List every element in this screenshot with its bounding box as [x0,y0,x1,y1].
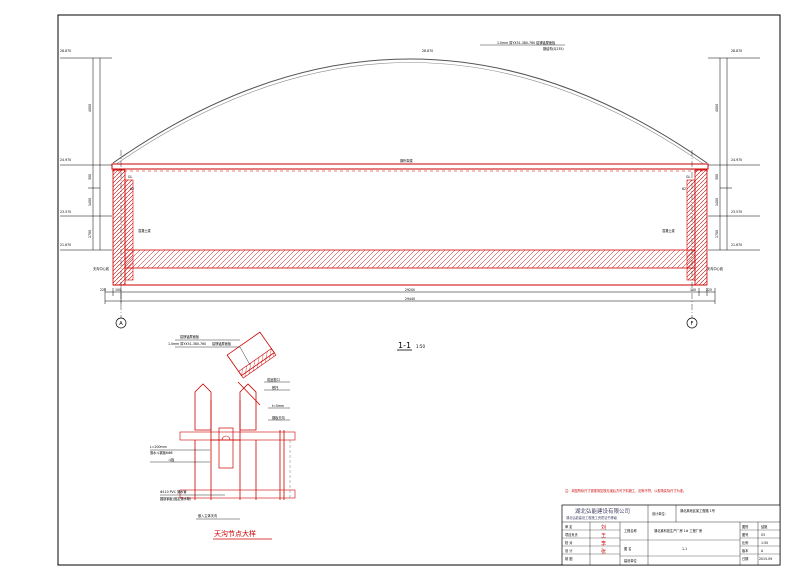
detail-callout-top3: 铝镁锰屋面板 [212,341,232,346]
detail-callout-top1: 铝镁锰屋面板 [180,334,200,339]
detail-callout-right4: 钢板天沟 [272,415,285,420]
construct-label: 建设单位 [624,558,638,563]
field-5: 日期 [742,556,748,561]
right-62: 62 [682,187,686,191]
right-tag: GL [686,175,690,179]
roof-arch-inner [114,62,706,166]
floor-beam [124,249,696,269]
section-1-1: A F 225 100 29200 100 225 29440 [60,40,760,351]
dim-right-inner: 100 [690,288,696,292]
role-5: 制 图 [565,556,572,561]
detail-callout-left3: 斗板 [168,457,175,462]
signature-2: 王 [601,533,606,539]
axis-label-a: A [119,321,123,327]
detail-callout-bot3: 嵌入主体天沟 [198,513,217,518]
role-3: 校 对 [565,540,573,545]
detail-callout-top2: 1.0mm 厚YX51-380-760 [168,341,206,346]
role-4: 设 计 [565,548,573,553]
signature-1: 刘 [601,524,606,531]
field-3: 比例 [742,540,748,545]
signature-3: 李 [601,540,606,547]
signature-4: 张 [601,548,606,555]
dim-right-mid-b: 1700 [715,230,719,238]
val-4: A [761,549,764,553]
axis-bubble-f [686,317,698,329]
right-wall-label: 混凝土梁 [662,228,676,233]
roof-sheet-callout-lower: 钢结构(Q235) [543,46,564,51]
field-1: 图别 [742,524,748,529]
val-2: 03 [761,533,765,537]
dim-left-inner: 100 [115,288,121,292]
project-name: 湖北某科技生产厂房 1# 工程厂房 [654,528,702,533]
contact: 湖北某地区某工程路 1号 [680,508,715,513]
detail-callout-left1: L=200mm [150,445,167,449]
detail-callout-right3: t=5mm [272,404,284,408]
elev-right-top: 28.870 [731,49,742,53]
company-sub: 湖北弘能建设工程施工资质证书等级 [566,515,618,520]
section-label: 1-1 [398,341,411,350]
dim-right-end: 225 [706,288,712,292]
field-2: 图号 [742,532,748,537]
elev-left-top: 28.870 [60,49,71,53]
drawing-label: 图 名 [624,546,631,551]
left-axis-note: 天沟中心线 [93,266,110,271]
chord-label: 钢桁架梁 [400,158,414,163]
general-note: 注：本图所标尺寸需现场复核无误后方可下料施工，如有不符，以现场实际尺寸为准。 [565,488,686,493]
elev-right-mid: 23.570 [731,210,742,214]
dim-left-mid-b: 1700 [88,230,92,238]
field-4: 版本 [742,548,749,553]
detail-callout-right1: 成品檐口 [267,377,280,382]
dim-left-eave: 300 [88,174,92,180]
val-3: 1:50 [761,541,768,545]
left-tag: GL [128,175,132,179]
dim-right-upper: 4000 [715,104,719,112]
axis-label-f: F [691,321,694,327]
right-axis-note: 天沟中心线 [707,266,724,271]
dim-left-upper: 4000 [88,104,92,112]
role-2: 项目负责 [565,532,578,537]
dim-left-mid-a: 1400 [88,198,92,206]
sheet-border [57,14,781,566]
section-scale: 1:50 [416,344,425,349]
project-label: 工程名称 [624,528,638,533]
roof-sheet-callout: 1.0mm 厚YX51-380-760 铝镁锰屋面板 [497,40,556,45]
elev-left-mid: 23.570 [60,210,71,214]
val-1: 结施 [761,524,768,529]
left-wall [112,169,126,286]
detail-callout-bot1: Φ110 PVC 落水管 [160,489,187,494]
role-1: 审 定 [565,524,573,529]
elev-apex: 28.870 [422,49,433,53]
title-block: 湖北弘能建设有限公司 湖北弘能建设工程施工资质证书等级 设计单位: 湖北某地区某… [561,504,781,566]
left-62: 62 [130,187,134,191]
gutter-detail: 铝镁锰屋面板 1.0mm 厚YX51-380-760 铝镁锰屋面板 成品檐口 檩… [150,331,296,540]
axis-bubble-a [115,317,127,329]
left-wall-label: 混凝土梁 [138,228,152,233]
detail-callout-bot2: 圆钢钢板(固定落水管) [160,496,191,501]
val-5: 2015.09 [759,557,772,561]
company-name: 湖北弘能建设有限公司 [575,507,630,515]
elev-right-bottom: 21.670 [731,243,742,247]
detail-title: 天沟节点大样 [214,529,256,538]
top-chord [111,163,709,170]
dim-left-end: 225 [100,288,106,292]
dim-middle: 29200 [405,288,415,292]
elev-left-eave: 24.970 [60,158,71,162]
elev-right-eave: 24.970 [731,158,742,162]
detail-callout-left2: 落水斗钢板6Φ8 [150,450,173,455]
roof-arch [112,58,708,164]
design-unit-label: 设计单位: [652,511,666,516]
right-wall [694,169,708,286]
dim-right-eave: 300 [715,174,719,180]
dim-total: 29440 [405,297,415,301]
dim-right-mid-a: 1400 [715,198,719,206]
elev-left-bottom: 21.670 [60,243,71,247]
drawing-name: 1-1 [682,547,687,551]
detail-callout-right2: 檩托 [272,385,279,390]
